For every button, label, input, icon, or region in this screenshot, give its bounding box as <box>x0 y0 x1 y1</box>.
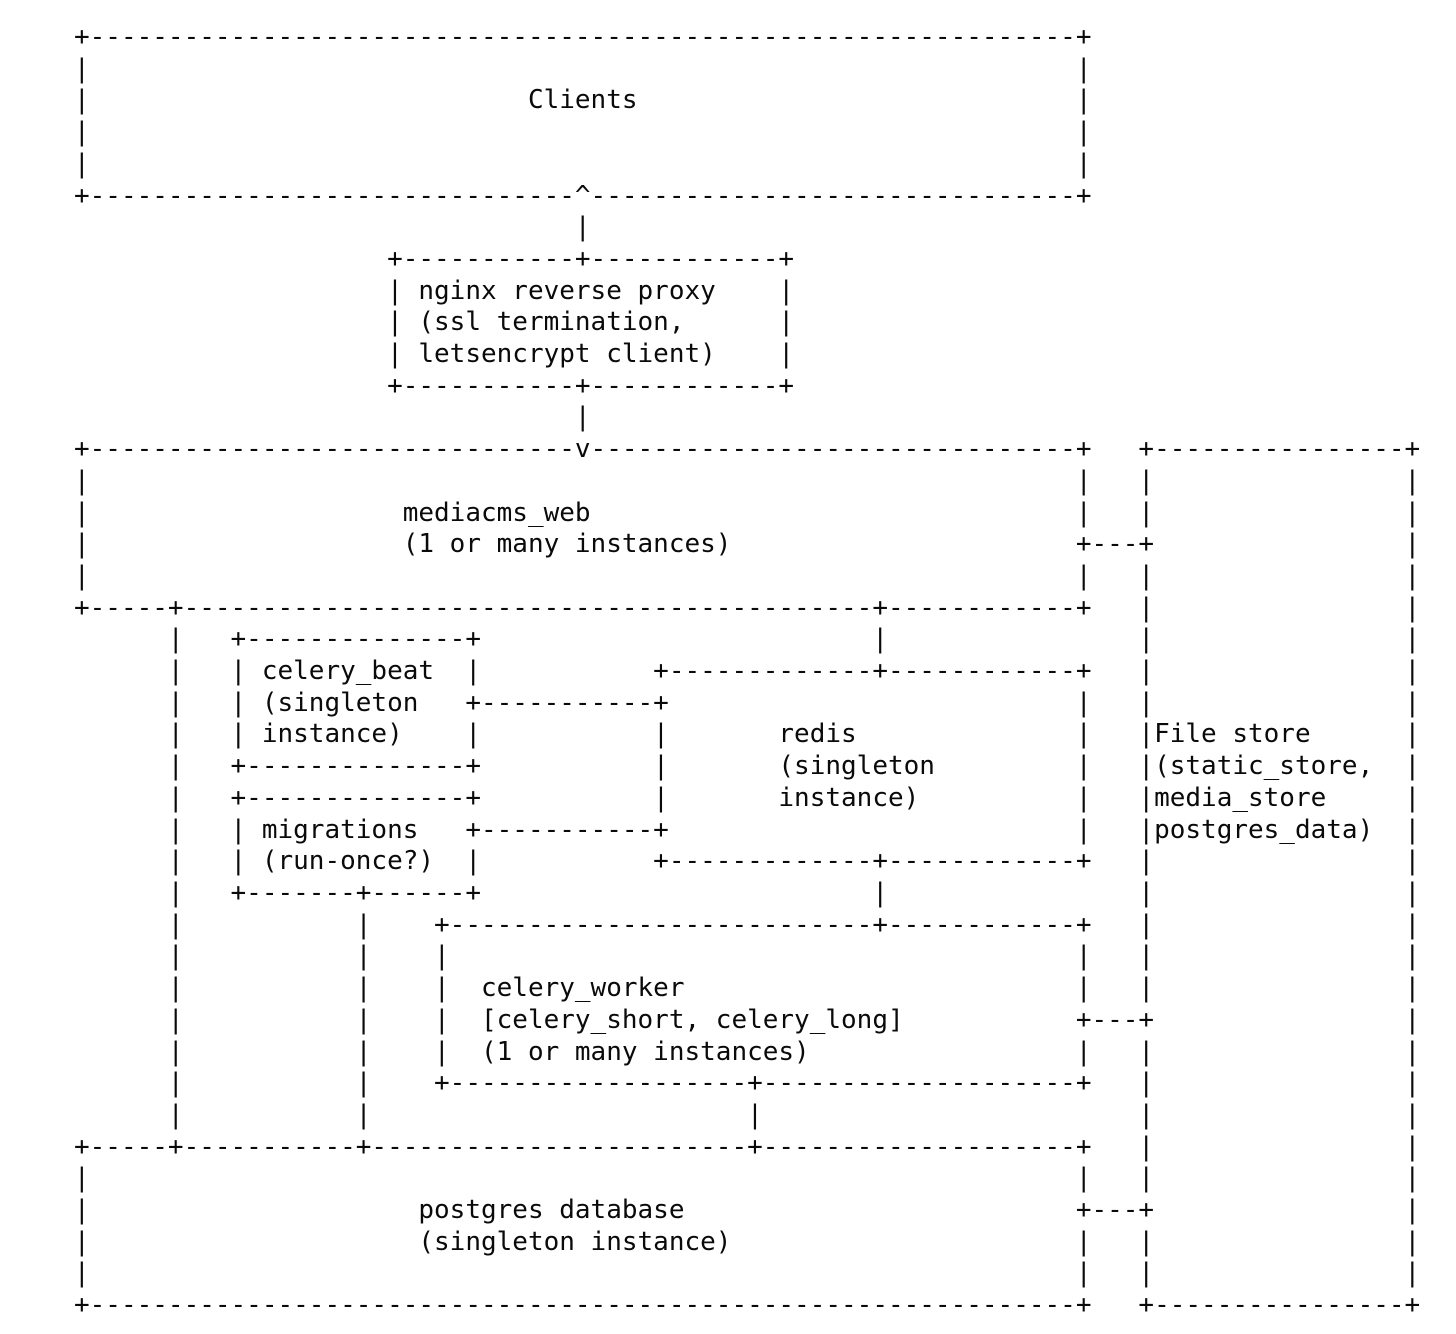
ascii-architecture-diagram: +---------------------------------------… <box>74 22 1421 1321</box>
